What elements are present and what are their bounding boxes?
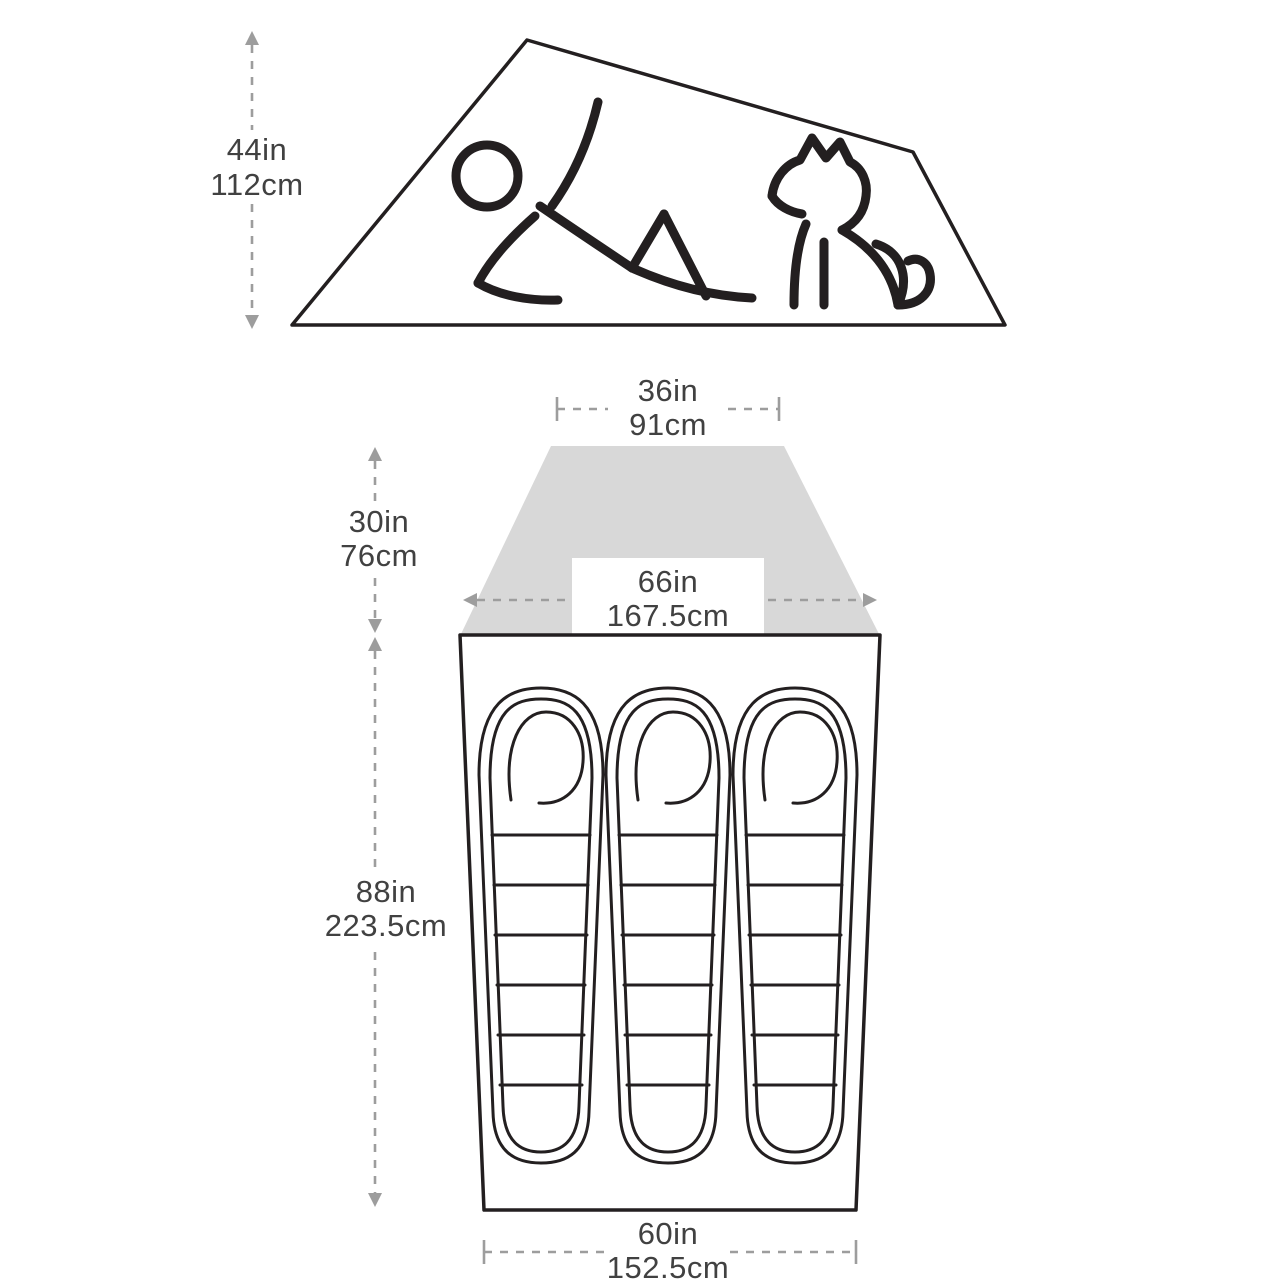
dimension-floor-length: 88in 223.5cm (325, 637, 447, 1207)
peak-height-imperial: 44in (227, 132, 288, 167)
label-backdrop (572, 558, 764, 634)
arrow-up-icon (368, 447, 382, 461)
dimension-vestibule-depth: 30in 76cm (340, 447, 418, 633)
bag-inner (488, 697, 594, 1154)
arrow-down-icon (368, 619, 382, 633)
dog-tail (893, 254, 935, 310)
arrow-left-icon (463, 593, 477, 607)
peak-height-metric: 112cm (210, 167, 303, 202)
vestibule-depth-metric: 76cm (340, 538, 418, 573)
bottom-width-metric: 152.5cm (607, 1250, 729, 1280)
person-thigh (627, 209, 669, 273)
person-head (451, 140, 523, 212)
arrow-down-icon (245, 315, 259, 329)
sleeping-bag-3 (731, 686, 859, 1165)
floor-length-imperial: 88in (356, 874, 417, 909)
arrow-down-icon (368, 1193, 382, 1207)
person-support-arm (473, 211, 540, 288)
arrow-up-icon (245, 31, 259, 45)
person-forearm (473, 278, 563, 305)
floor-length-metric: 223.5cm (325, 908, 447, 943)
top-width-metric: 91cm (629, 407, 707, 442)
dog-back (837, 225, 903, 310)
dog-head (767, 133, 871, 235)
dog-figure (767, 133, 935, 310)
person-raised-arm (547, 97, 603, 211)
inner-width-imperial: 66in (638, 564, 699, 599)
dog-muzzle (767, 191, 807, 219)
person-extended-leg (627, 263, 757, 303)
bag-hood (634, 710, 712, 805)
vestibule-shape (461, 446, 879, 634)
dog-haunch (871, 239, 908, 310)
bag-inner (742, 697, 848, 1154)
arrow-up-icon (368, 637, 382, 651)
bag-outer (477, 686, 605, 1165)
inner-width-metric: 167.5cm (607, 598, 729, 633)
bag-hood (507, 710, 585, 805)
dimension-top-width: 36in 91cm (555, 373, 781, 442)
tent-side-outline (290, 38, 1007, 327)
sleeping-bags (477, 686, 859, 1165)
bag-outer (604, 686, 732, 1165)
bottom-width-imperial: 60in (638, 1216, 699, 1251)
bag-inner (615, 697, 721, 1154)
vestibule-depth-imperial: 30in (349, 504, 410, 539)
person-shin (659, 209, 711, 301)
dimension-inner-width: 66in 167.5cm (463, 558, 877, 634)
top-width-imperial: 36in (638, 373, 699, 408)
dimension-peak-height: 44in 112cm (210, 31, 303, 329)
person-torso (535, 201, 637, 273)
bag-outer (731, 686, 859, 1165)
dimension-bottom-width: 60in 152.5cm (482, 1216, 858, 1280)
side-view: 44in 112cm (210, 31, 1007, 329)
sleeping-bag-1 (477, 686, 605, 1165)
arrow-right-icon (863, 593, 877, 607)
floor-plan: 36in 91cm 30in 76cm 66in 167.5cm (325, 373, 882, 1280)
sleeping-bag-2 (604, 686, 732, 1165)
bag-hood (761, 710, 839, 805)
dog-chest-front-leg (789, 219, 811, 310)
person-figure (451, 97, 757, 305)
